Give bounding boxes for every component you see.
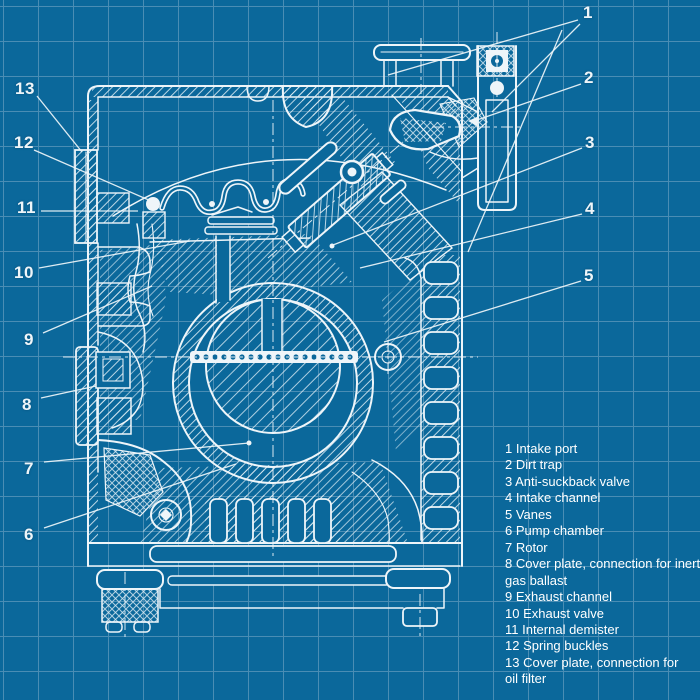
buckle-bracket: [142, 211, 166, 239]
leader-1a: [387, 19, 579, 76]
leader-12: [33, 149, 152, 202]
right-foot: [385, 568, 451, 589]
callout-12: 12: [14, 133, 34, 152]
callout-2: 2: [584, 68, 594, 87]
leader-4: [359, 213, 583, 269]
legend-line: 4 Intake channel: [505, 490, 601, 506]
callout-1: 1: [583, 3, 593, 22]
vane-slot: [262, 299, 282, 351]
callout-3: 3: [585, 133, 595, 152]
legend-line: 8 Cover plate, connection for inert: [505, 556, 700, 572]
pump-chamber: [172, 282, 402, 484]
legend-line: 3 Anti-suckback valve: [505, 473, 631, 489]
legend-line: 7 Rotor: [505, 539, 548, 555]
callout-6: 6: [24, 525, 34, 544]
leader-1b: [491, 23, 581, 113]
top-boss: [246, 85, 334, 129]
legend-line: 1 Intake port: [505, 441, 578, 456]
intake-port-flange: [373, 44, 471, 87]
legend-line: 6 Pump chamber: [505, 523, 604, 539]
legend-line: 9 Exhaust channel: [505, 589, 612, 605]
callout-7: 7: [24, 459, 34, 478]
cover-plate-gas-ballast: [75, 346, 132, 446]
leader-3: [332, 147, 583, 246]
callout-8: 8: [22, 395, 32, 414]
callout-9: 9: [24, 330, 34, 349]
cooling-fins-bottom: [209, 459, 423, 544]
legend-line: 2 Dirt trap: [505, 457, 563, 473]
section-line: [467, 29, 563, 253]
leader-9: [42, 285, 153, 334]
legend-line: gas ballast: [505, 572, 568, 588]
leader-8: [40, 385, 97, 399]
leader-7: [43, 442, 250, 463]
legend: 1 Intake port 2 Dirt trap 3 Anti-suckbac…: [505, 441, 700, 688]
leader-6: [43, 463, 237, 529]
legend-line: oil filter: [505, 671, 547, 687]
legend-line: 12 Spring buckles: [505, 638, 609, 654]
legend-line: 13 Cover plate, connection for: [505, 654, 679, 670]
callout-5: 5: [584, 266, 594, 285]
chamber-outer-wall: [172, 282, 374, 484]
leader-10: [38, 240, 191, 269]
callout-4: 4: [585, 199, 595, 218]
legend-line: 5 Vanes: [505, 506, 552, 522]
cover-plate-oil-filter: [74, 149, 132, 316]
exhaust-valve-plates: [204, 206, 278, 235]
leader-2: [473, 83, 582, 122]
legend-line: 11 Internal demister: [505, 621, 619, 637]
leader-lines: [33, 19, 583, 529]
leader-13: [36, 95, 83, 153]
centerlines: [63, 32, 524, 640]
callout-10: 10: [14, 263, 34, 282]
left-foot: [96, 569, 164, 590]
cooling-fins-right: [404, 257, 459, 541]
base-and-feet: [87, 542, 463, 633]
legend-line: 10 Exhaust valve: [505, 605, 605, 621]
leader-5: [383, 280, 582, 343]
callout-13: 13: [15, 79, 35, 98]
callout-11: 11: [17, 198, 36, 217]
casing-arc: [112, 158, 447, 217]
